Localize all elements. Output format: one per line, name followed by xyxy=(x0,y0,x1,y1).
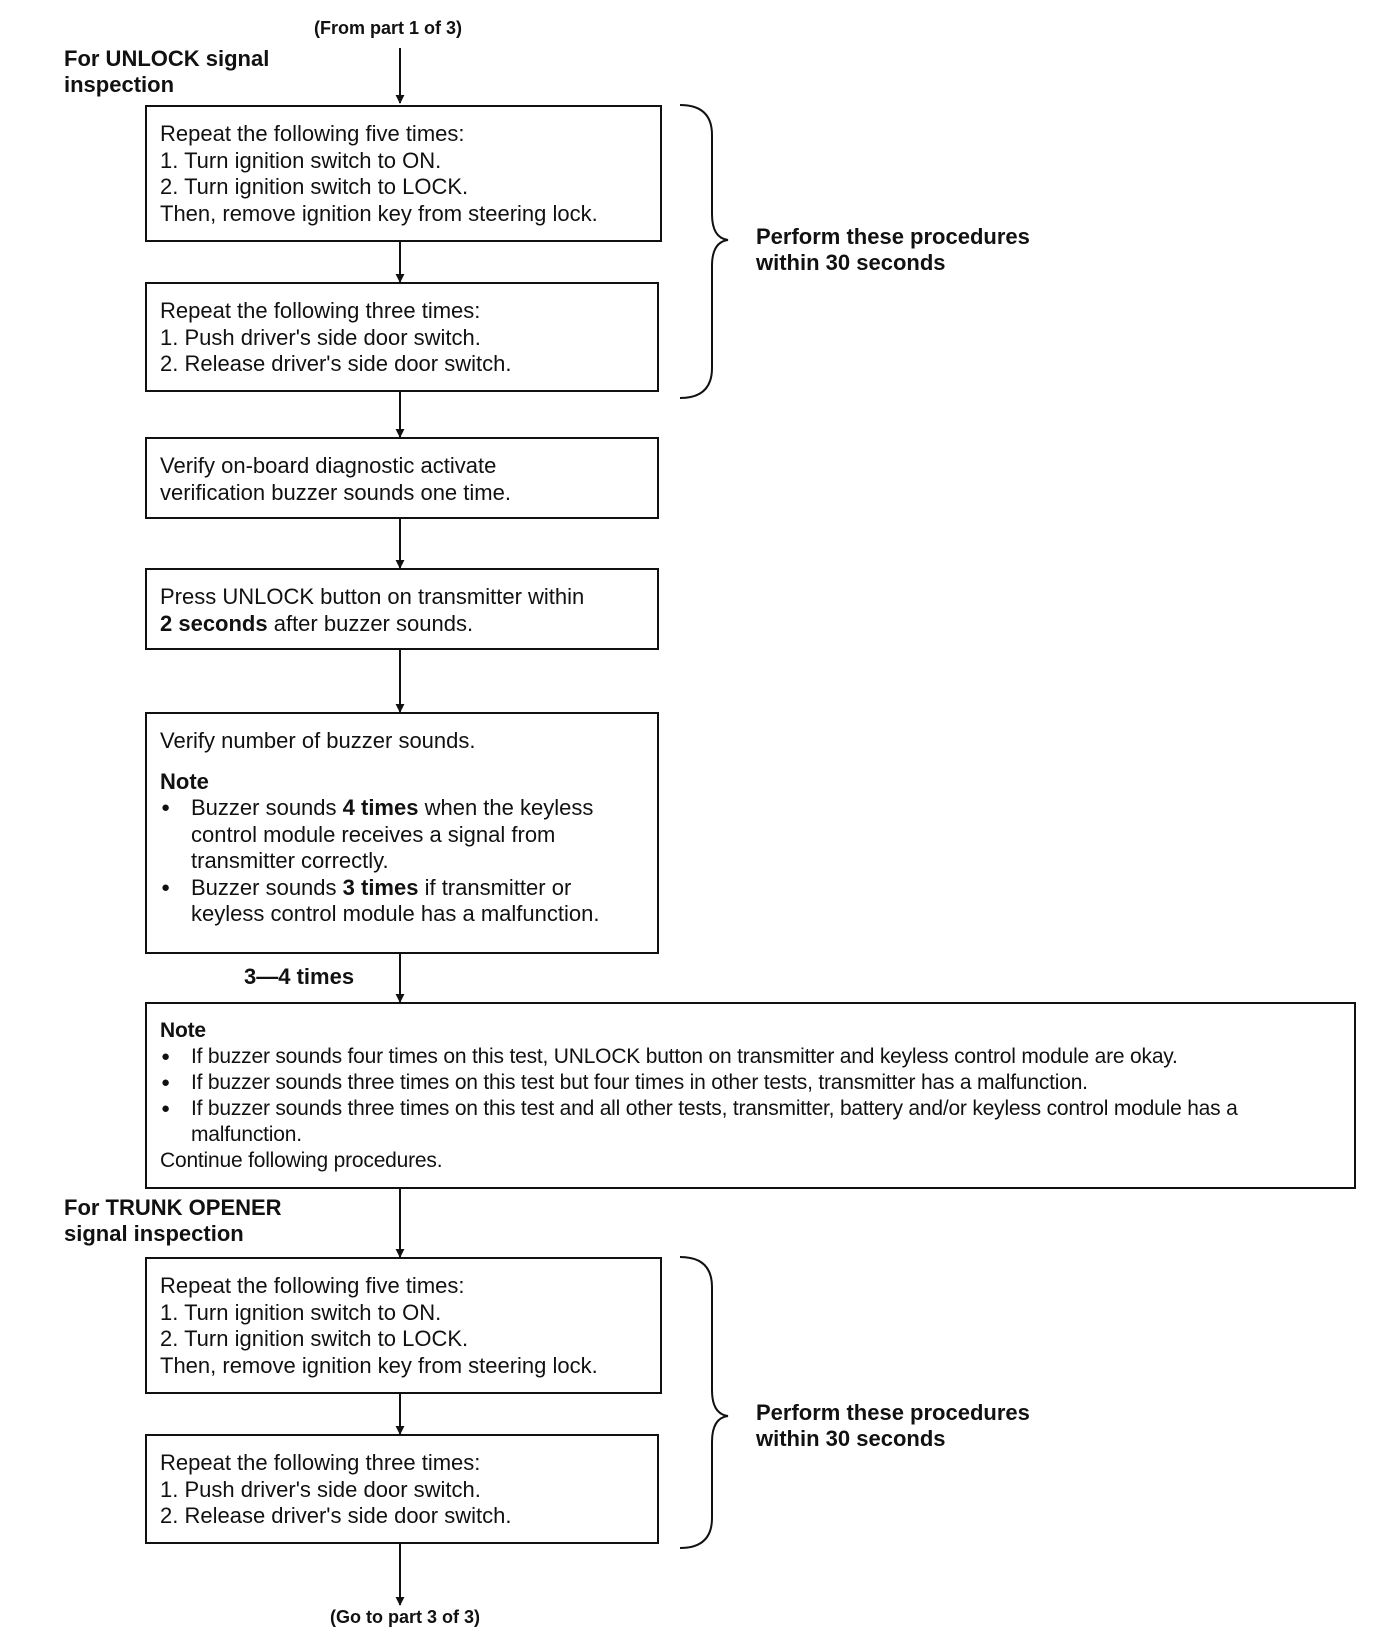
step-line: Verify on-board diagnostic activate xyxy=(160,453,497,478)
emphasis: 4 times xyxy=(342,795,419,820)
note-text: if transmitter or keyless control module… xyxy=(191,874,600,927)
step-box-door-trunk: Repeat the following three times: 1. Pus… xyxy=(145,1434,659,1544)
note-box-results: Note If buzzer sounds four times on this… xyxy=(145,1002,1356,1189)
note-list: Buzzer sounds 4 times when the keyless c… xyxy=(160,795,645,928)
note-item: If buzzer sounds three times on this tes… xyxy=(160,1070,1342,1096)
step-line-rest: after buzzer sounds. xyxy=(267,610,474,636)
note-text: when the keyless control module receives… xyxy=(191,795,594,873)
step-line: Then, remove ignition key from steering … xyxy=(160,200,598,226)
step-line: 2. Turn ignition switch to LOCK. xyxy=(160,1326,469,1351)
note-list: If buzzer sounds four times on this test… xyxy=(160,1044,1342,1148)
brace-label-trunk: Perform these procedures within 30 secon… xyxy=(756,1400,1030,1452)
section-label-unlock-line1: For UNLOCK signal xyxy=(64,46,270,71)
emphasis: 2 seconds xyxy=(160,610,268,636)
from-part-label: (From part 1 of 3) xyxy=(314,18,463,38)
step-line: 1. Push driver's side door switch. xyxy=(160,1476,481,1502)
note-text: Buzzer sounds xyxy=(191,874,343,900)
step-box-ignition-trunk: Repeat the following five times: 1. Turn… xyxy=(145,1257,662,1394)
step-line: Verify number of buzzer sounds. xyxy=(160,728,476,753)
brace-unlock xyxy=(679,104,729,399)
brace-label-line1: Perform these procedures xyxy=(756,224,1030,249)
step-line: 1. Turn ignition switch to ON. xyxy=(160,1299,442,1325)
step-line: Press UNLOCK button on transmitter withi… xyxy=(160,584,585,609)
step-line: 2. Turn ignition switch to LOCK. xyxy=(160,174,469,199)
section-label-unlock-line2: inspection xyxy=(64,72,175,97)
note-item: Buzzer sounds 3 times if transmitter or … xyxy=(160,875,645,928)
go-to-part-label: (Go to part 3 of 3) xyxy=(330,1607,480,1627)
brace-label-unlock: Perform these procedures within 30 secon… xyxy=(756,224,1030,276)
branch-label-times: 3—4 times xyxy=(244,964,355,989)
brace-label-line2: within 30 seconds xyxy=(756,250,946,275)
step-box-press-unlock: Press UNLOCK button on transmitter withi… xyxy=(145,568,659,650)
step-box-verify-activate: Verify on-board diagnostic activate veri… xyxy=(145,437,659,519)
section-label-trunk-line2: signal inspection xyxy=(64,1221,244,1246)
section-label-trunk-line1: For TRUNK OPENER xyxy=(64,1195,282,1220)
step-title: Repeat the following five times: xyxy=(160,121,465,146)
note-item: Buzzer sounds 4 times when the keyless c… xyxy=(160,795,645,875)
step-box-verify-count: Verify number of buzzer sounds. Note Buz… xyxy=(145,712,659,954)
note-title: Note xyxy=(160,1019,206,1042)
step-box-door-unlock: Repeat the following three times: 1. Pus… xyxy=(145,282,659,392)
note-title: Note xyxy=(160,768,209,794)
step-line-2: 2 seconds after buzzer sounds. xyxy=(160,611,645,638)
note-text: Buzzer sounds xyxy=(191,795,343,820)
step-title: Repeat the following five times: xyxy=(160,1273,465,1298)
brace-label-line2: within 30 seconds xyxy=(756,1426,946,1451)
brace-trunk xyxy=(679,1256,729,1549)
step-box-ignition-unlock: Repeat the following five times: 1. Turn… xyxy=(145,105,662,242)
step-line: verification buzzer sounds one time. xyxy=(160,479,511,505)
step-line: 1. Turn ignition switch to ON. xyxy=(160,147,442,173)
brace-label-line1: Perform these procedures xyxy=(756,1400,1030,1425)
step-title: Repeat the following three times: xyxy=(160,1450,481,1475)
note-item: If buzzer sounds three times on this tes… xyxy=(160,1096,1342,1148)
continue-text: Continue following procedures. xyxy=(160,1149,443,1172)
step-title: Repeat the following three times: xyxy=(160,298,481,323)
section-label-unlock: For UNLOCK signal inspection xyxy=(64,46,269,98)
step-line: 2. Release driver's side door switch. xyxy=(160,351,512,376)
step-line: 2. Release driver's side door switch. xyxy=(160,1503,512,1528)
note-item: If buzzer sounds four times on this test… xyxy=(160,1044,1342,1070)
emphasis: 3 times xyxy=(342,874,419,900)
step-line: Then, remove ignition key from steering … xyxy=(160,1352,598,1378)
step-line: 1. Push driver's side door switch. xyxy=(160,324,481,350)
section-label-trunk: For TRUNK OPENER signal inspection xyxy=(64,1195,282,1247)
